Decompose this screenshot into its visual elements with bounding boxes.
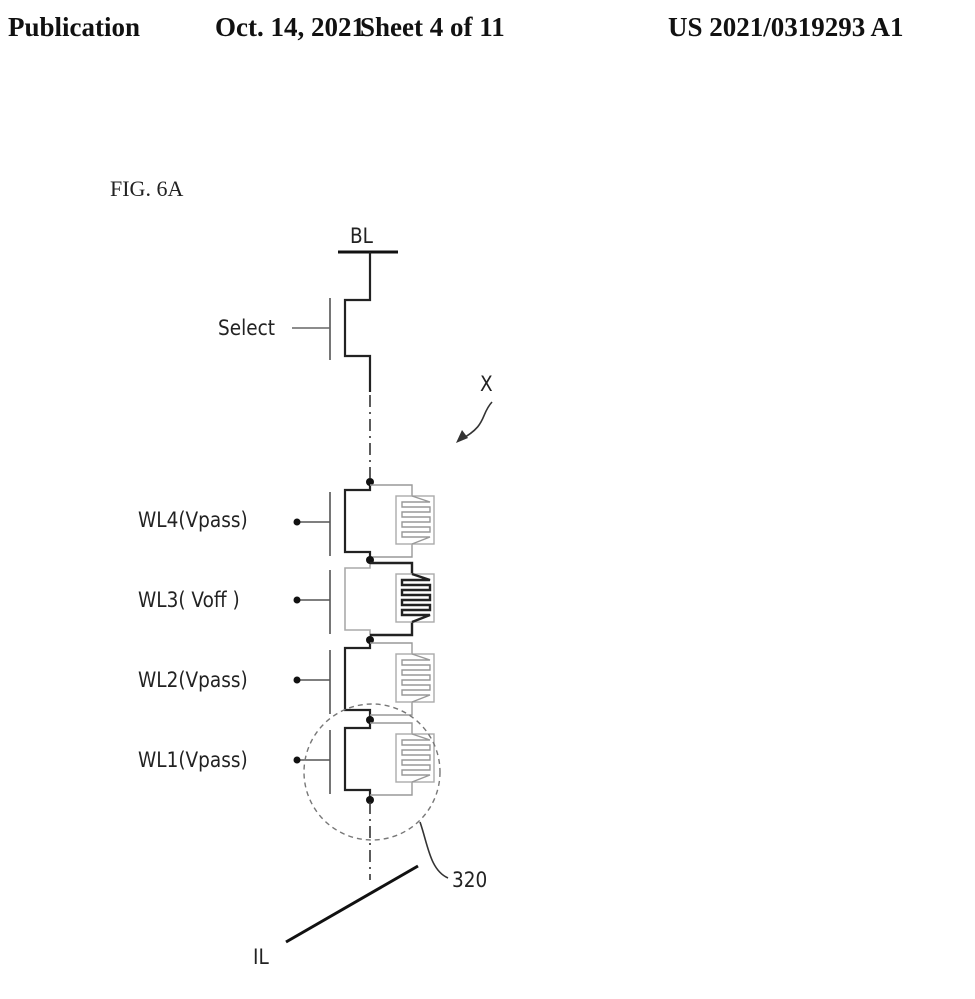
ferroelectric-box <box>395 495 435 545</box>
fe-wire-bottom <box>370 544 413 558</box>
cell-ref-label: 320 <box>452 868 488 892</box>
select-label: Select <box>218 316 276 340</box>
ferroelectric-comb <box>401 733 431 783</box>
ferroelectric-comb <box>401 653 431 703</box>
header-date: Oct. 14, 2021 <box>215 12 365 42</box>
cell-320-outline <box>303 703 441 841</box>
bitline-label: BL <box>350 224 373 248</box>
fe-wire-top <box>370 484 413 496</box>
fe-wire-bottom <box>370 702 413 716</box>
fe-wire-top <box>370 722 413 734</box>
node-dot-icon <box>366 636 374 644</box>
header-patent-number: US 2021/0319293 A1 <box>668 12 904 42</box>
node-dot-icon <box>366 796 374 804</box>
ferroelectric-box <box>395 733 435 783</box>
source-line-label: IL <box>253 945 269 969</box>
wordline-label: WL3( Voff ) <box>138 588 240 612</box>
cell-channel <box>343 720 372 800</box>
arrow-head-icon <box>456 430 468 443</box>
ferroelectric-comb <box>400 572 432 624</box>
wordline-label: WL4(Vpass) <box>138 508 248 532</box>
gate-terminal-dot-icon <box>293 518 301 526</box>
gate-terminal-dot-icon <box>293 676 301 684</box>
region-label: X <box>480 372 493 396</box>
cell-channel <box>344 560 371 640</box>
ferroelectric-comb <box>401 495 431 545</box>
cell-channel <box>343 640 372 720</box>
fe-wire-bottom <box>370 622 414 637</box>
gate-terminal-dot-icon <box>293 756 301 764</box>
node-dot-icon <box>366 716 374 724</box>
source-line <box>285 864 419 944</box>
fe-wire-top <box>370 642 413 654</box>
fe-wire-top <box>370 561 414 574</box>
cell-channel <box>343 482 372 560</box>
fe-wire-bottom <box>370 782 413 796</box>
ferroelectric-box <box>395 653 435 703</box>
cell-ref-leader <box>419 821 449 879</box>
node-dot-icon <box>366 478 374 486</box>
select-transistor-channel <box>343 252 372 392</box>
wordline-label: WL2(Vpass) <box>138 668 248 692</box>
header-sheet: Sheet 4 of 11 <box>360 12 505 42</box>
wordline-label: WL1(Vpass) <box>138 748 248 772</box>
gate-terminal-dot-icon <box>293 596 301 604</box>
header-publication: Publication <box>8 12 141 42</box>
figure-title: FIG. 6A <box>110 176 184 201</box>
